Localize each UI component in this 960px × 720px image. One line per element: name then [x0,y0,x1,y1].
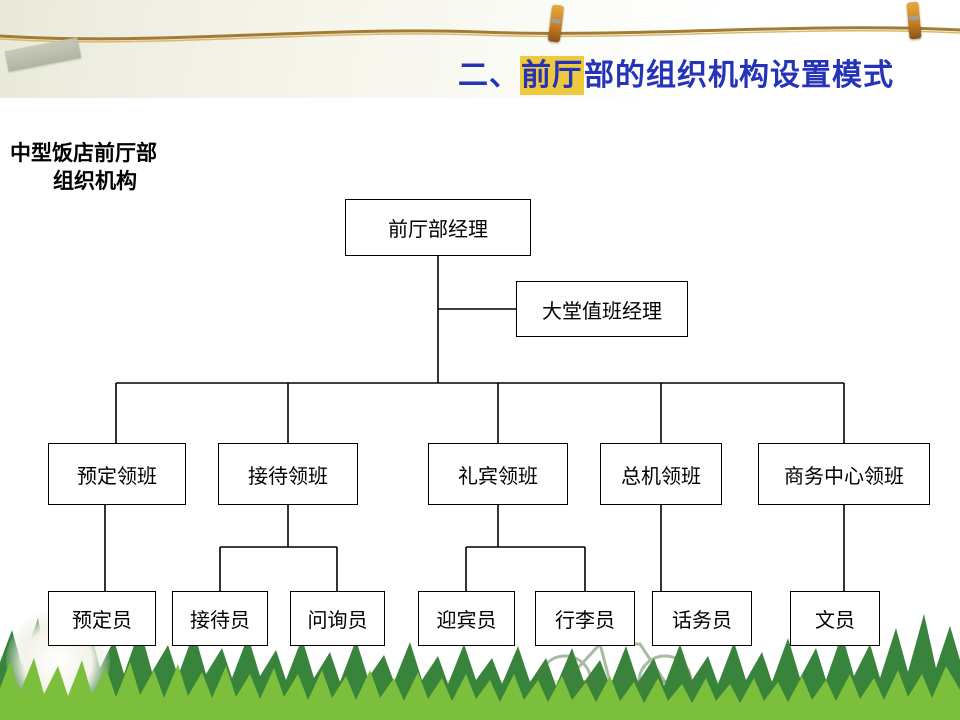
org-node-front-office-manager: 前厅部经理 [345,199,531,256]
chart-caption-line2: 组织机构 [53,170,137,194]
org-node-switchboard-supervisor: 总机领班 [600,443,722,505]
org-node-receptionist: 接待员 [172,591,268,646]
slide-title-highlight: 前厅 [520,56,584,95]
org-node-reservation-clerk: 预定员 [48,591,156,646]
org-node-bellman: 行李员 [535,591,635,646]
slide-title-prefix: 二、 [458,59,520,92]
grass-decoration [0,610,960,720]
org-node-reception-supervisor: 接待领班 [218,443,358,505]
org-node-business-center-supervisor: 商务中心领班 [758,443,930,505]
org-node-reservation-supervisor: 预定领班 [48,443,186,505]
rope-decoration [0,26,960,43]
org-node-concierge-supervisor: 礼宾领班 [428,443,568,505]
chart-caption-line1: 中型饭店前厅部 [10,142,157,165]
slide-title: 二、前厅部的组织机构设置模式 [458,50,894,95]
org-node-telephone-operator: 话务员 [652,591,752,646]
chart-caption: 中型饭店前厅部 组织机构 [10,140,210,197]
org-node-information-clerk: 问询员 [290,591,385,646]
org-node-greeter: 迎宾员 [418,591,515,646]
slide-title-suffix: 部的组织机构设置模式 [584,59,894,92]
top-band-decoration [0,0,960,98]
org-node-lobby-duty-manager: 大堂值班经理 [516,281,688,337]
org-node-clerk: 文员 [790,591,880,646]
